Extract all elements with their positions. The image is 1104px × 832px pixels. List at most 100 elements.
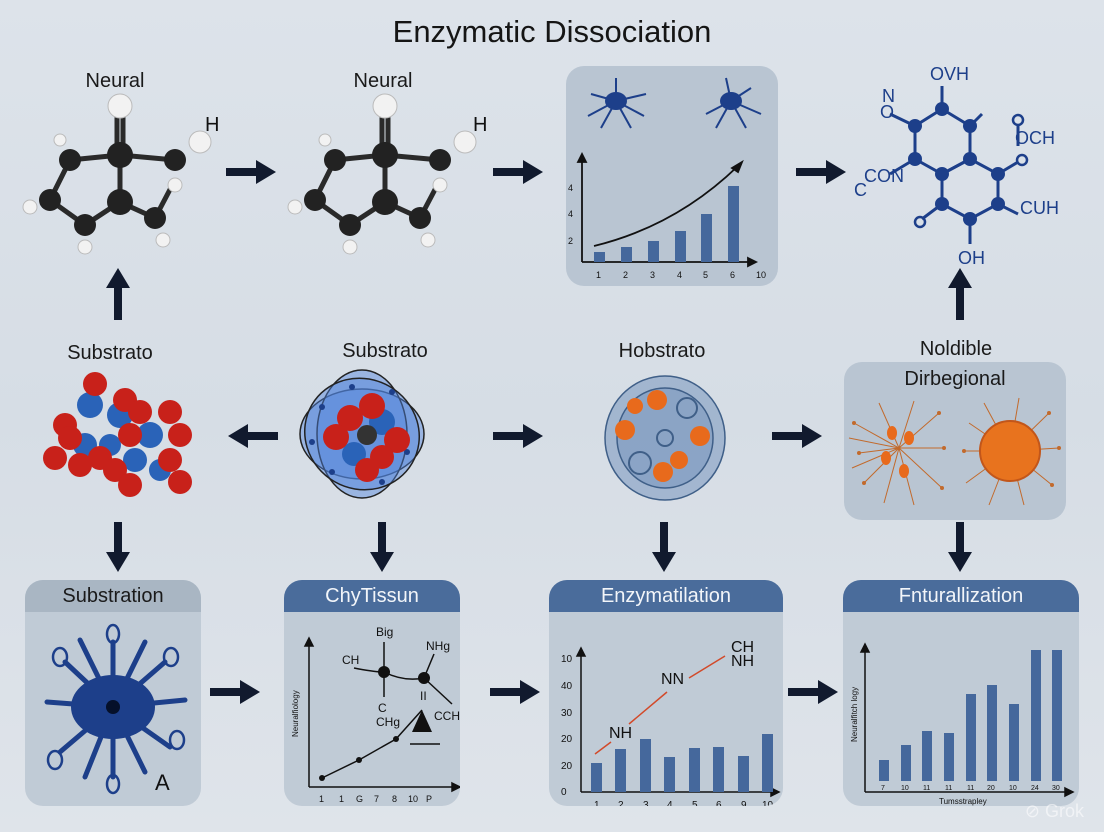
molecule-neural-1-icon — [15, 90, 225, 265]
neuron-icon — [605, 92, 627, 110]
box-header: Fnturallization — [843, 580, 1079, 612]
svg-text:30: 30 — [1052, 785, 1060, 792]
svg-text:40: 40 — [561, 681, 573, 692]
svg-text:NH: NH — [731, 653, 754, 670]
svg-text:OH: OH — [958, 248, 985, 268]
arrow-left-icon — [228, 424, 280, 448]
neuron-icon: A — [44, 623, 188, 795]
arrow-right-icon — [788, 680, 840, 704]
svg-text:N: N — [882, 86, 895, 106]
molecule-neural-2-icon — [280, 90, 490, 265]
svg-text:0: 0 — [561, 787, 567, 798]
neuron-growth-chart-panel: 4 4 2 1 2 3 4 5 6 10 — [566, 66, 778, 286]
svg-text:Big: Big — [376, 625, 393, 639]
substration-box: Substration A — [25, 580, 201, 806]
arrow-right-icon — [493, 160, 545, 184]
svg-text:10: 10 — [756, 270, 766, 280]
box-header: Substration — [25, 580, 201, 612]
svg-text:10: 10 — [1009, 785, 1017, 792]
svg-text:4: 4 — [677, 270, 682, 280]
dirbegional-panel: Dirbegional — [844, 362, 1066, 520]
svg-text:3: 3 — [650, 270, 655, 280]
arrow-right-icon — [493, 424, 545, 448]
svg-text:NN: NN — [661, 671, 684, 688]
protein-cluster-icon — [30, 370, 200, 500]
svg-text:II: II — [420, 689, 427, 703]
arrow-right-icon — [772, 424, 824, 448]
label-neural-2: Neural — [353, 70, 413, 92]
box-header: ChyTissun — [284, 580, 460, 612]
arrow-down-icon — [948, 522, 972, 572]
svg-text:7: 7 — [374, 794, 379, 804]
svg-text:CON: CON — [864, 166, 904, 186]
svg-text:5: 5 — [703, 270, 708, 280]
cell-with-vesicles-icon — [595, 368, 735, 508]
box-header: Enzymatilation — [549, 580, 783, 612]
arrow-up-icon — [106, 268, 130, 320]
label-substrato-2: Substrato — [342, 340, 428, 362]
svg-text:6: 6 — [730, 270, 735, 280]
arrow-right-icon — [490, 680, 542, 704]
svg-text:A: A — [155, 770, 170, 795]
grok-logo-icon: ⊘ — [1024, 801, 1045, 821]
svg-text:24: 24 — [1031, 785, 1039, 792]
svg-text:20: 20 — [561, 761, 573, 772]
svg-text:OVH: OVH — [930, 64, 969, 84]
orange-sphere-icon — [979, 420, 1041, 482]
svg-text:1: 1 — [596, 270, 601, 280]
svg-text:2: 2 — [623, 270, 628, 280]
svg-text:OCH: OCH — [1015, 128, 1055, 148]
svg-text:CHg: CHg — [376, 715, 400, 729]
label-hobstrato: Hobstrato — [618, 340, 706, 362]
svg-text:8: 8 — [392, 794, 397, 804]
svg-text:4: 4 — [568, 183, 573, 193]
svg-text:11: 11 — [923, 785, 930, 792]
enzymatilation-box: Enzymatilation NH NN CH NH 0 20 20 30 40 10… — [549, 580, 783, 806]
atom-label-h-1: H — [205, 114, 220, 136]
svg-text:1: 1 — [319, 794, 324, 804]
svg-text:20: 20 — [561, 734, 573, 745]
aromatic-molecule-icon: OVH N O CON C OCH CUH OH — [850, 64, 1080, 274]
arrow-down-icon — [370, 522, 394, 572]
svg-text:1: 1 — [594, 800, 600, 806]
svg-text:NH: NH — [609, 725, 632, 742]
svg-text:G: G — [356, 794, 363, 804]
encapsulated-molecule-icon — [292, 362, 432, 507]
svg-text:10: 10 — [561, 654, 573, 665]
svg-text:P: P — [426, 794, 432, 804]
label-noldible: Noldible — [919, 338, 993, 360]
svg-text:Neuralfitch logy: Neuralfitch logy — [850, 687, 859, 742]
svg-text:C: C — [378, 701, 387, 715]
svg-text:6: 6 — [716, 800, 722, 806]
arrow-down-icon — [106, 522, 130, 572]
arrow-right-icon — [796, 160, 848, 184]
svg-text:2: 2 — [568, 236, 573, 246]
svg-text:4: 4 — [667, 800, 673, 806]
svg-text:O: O — [880, 102, 894, 122]
svg-text:CH: CH — [731, 639, 754, 656]
svg-text:3: 3 — [643, 800, 649, 806]
svg-text:4: 4 — [568, 209, 573, 219]
label-neural-1: Neural — [85, 70, 145, 92]
svg-text:1: 1 — [339, 794, 344, 804]
svg-text:C: C — [854, 180, 867, 200]
arrow-right-icon — [210, 680, 262, 704]
svg-text:30: 30 — [561, 708, 573, 719]
arrow-down-icon — [652, 522, 676, 572]
label-substrato-1: Substrato — [67, 342, 153, 364]
svg-text:5: 5 — [692, 800, 698, 806]
svg-text:20: 20 — [987, 785, 995, 792]
svg-text:CUH: CUH — [1020, 198, 1059, 218]
svg-text:10: 10 — [901, 785, 909, 792]
svg-text:NHg: NHg — [426, 639, 450, 653]
svg-text:11: 11 — [945, 785, 952, 792]
svg-text:7: 7 — [881, 785, 885, 792]
arrow-up-icon — [948, 268, 972, 320]
neuron-icon — [720, 92, 742, 110]
svg-text:Neuralfiology: Neuralfiology — [291, 690, 300, 737]
svg-text:2: 2 — [618, 800, 624, 806]
svg-text:9: 9 — [741, 800, 747, 806]
arrow-right-icon — [226, 160, 278, 184]
